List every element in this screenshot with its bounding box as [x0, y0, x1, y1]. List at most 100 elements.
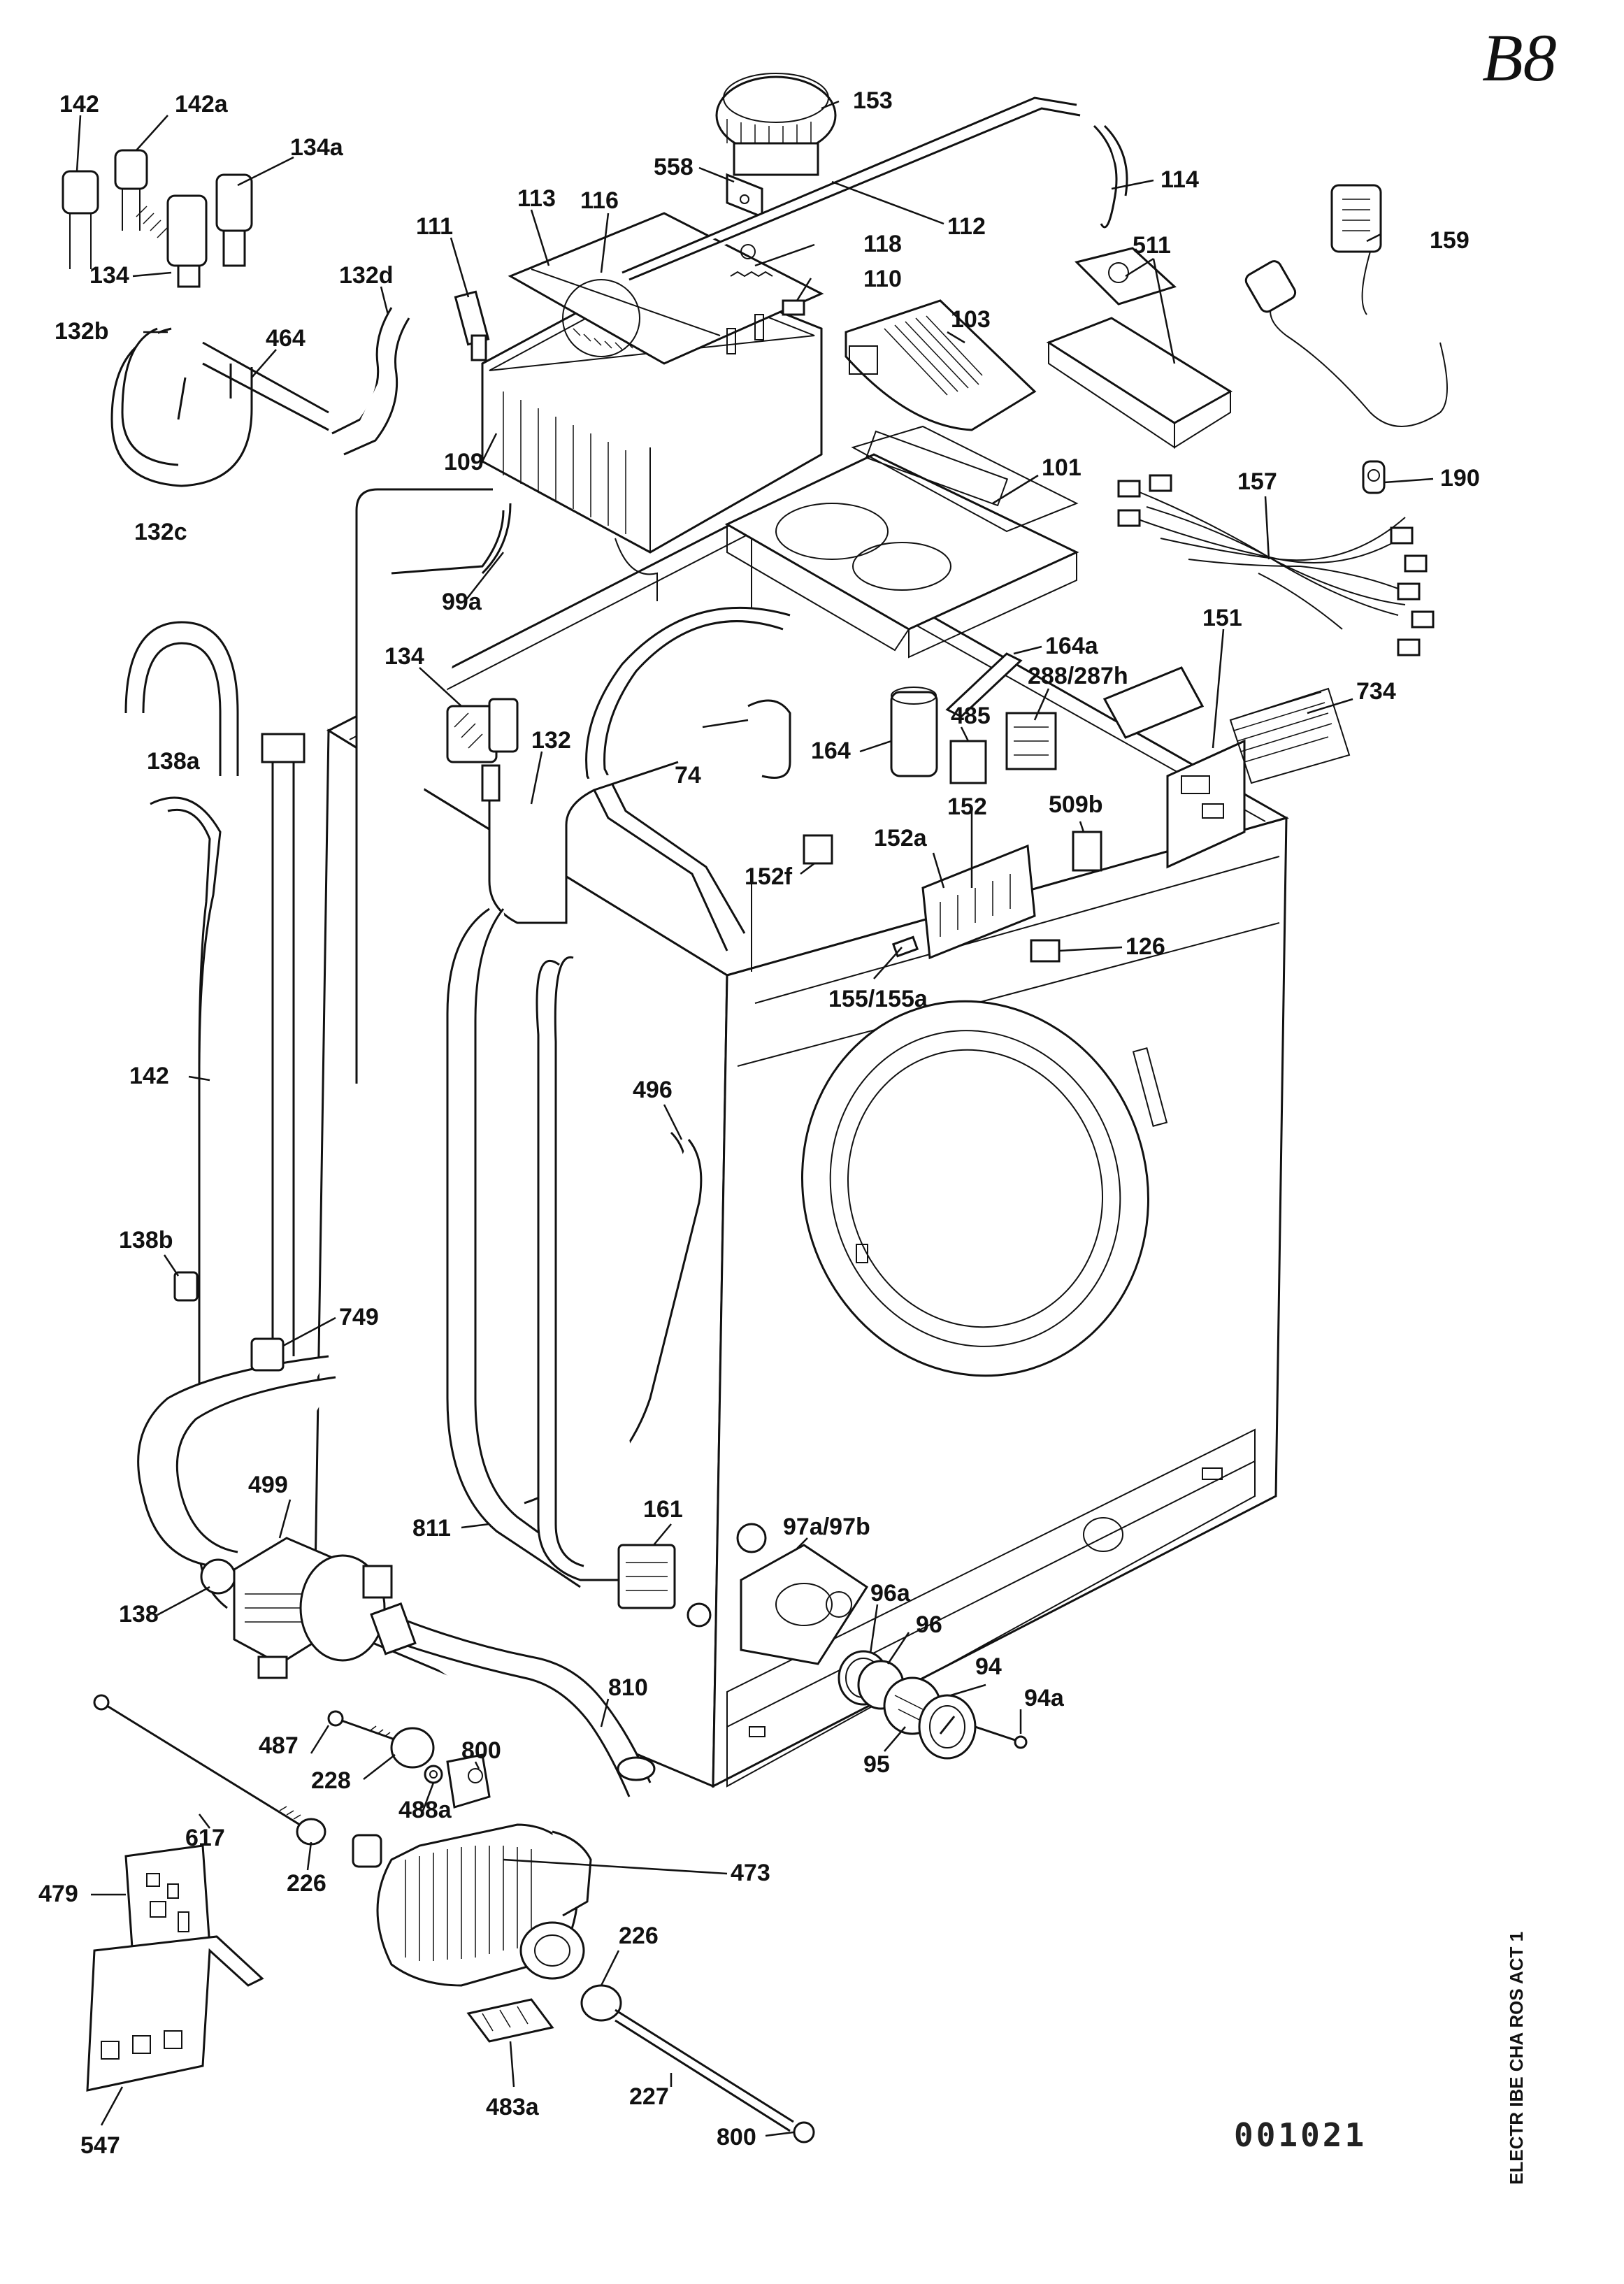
label-101: 101 [1042, 454, 1082, 481]
label-226-right: 226 [619, 1923, 659, 1949]
label-483a: 483a [486, 2094, 540, 2120]
motor [352, 1823, 592, 1987]
part-483a [466, 1998, 554, 2043]
label-99a: 99a [442, 589, 482, 615]
label-114: 114 [1160, 166, 1199, 193]
side-reference-text: ELECTR IBE CHA ROS ACT 1 [1506, 1932, 1527, 2185]
label-288-287h: 288/287h [1028, 663, 1128, 689]
label-547: 547 [80, 2132, 120, 2159]
clip-190 [1362, 460, 1386, 494]
label-558: 558 [654, 154, 694, 180]
label-488a: 488a [398, 1797, 452, 1823]
label-473: 473 [731, 1860, 770, 1886]
label-134-cabinet: 134 [385, 643, 424, 670]
label-103: 103 [951, 306, 991, 333]
label-464: 464 [266, 325, 306, 352]
part-labels: 142 142a 134a 134 132b 464 132d 132c 111… [38, 87, 1480, 2159]
label-152f: 152f [745, 863, 793, 890]
pressure-switch [715, 73, 837, 176]
label-132d: 132d [339, 262, 394, 289]
label-800-lower: 800 [717, 2124, 756, 2150]
label-138b: 138b [119, 1227, 173, 1254]
label-96: 96 [916, 1611, 942, 1638]
label-109: 109 [444, 449, 484, 475]
motor-hardware [296, 1710, 491, 1846]
label-155-155a: 155/155a [828, 986, 928, 1012]
label-132c: 132c [134, 519, 187, 545]
rod-112 [621, 96, 1081, 281]
part-111 [454, 290, 490, 361]
label-138a: 138a [147, 748, 201, 775]
hose-clips [173, 1271, 285, 1372]
filter-assembly [838, 1650, 1028, 1760]
rod-617 [93, 1694, 312, 1833]
label-126: 126 [1126, 933, 1165, 960]
label-810: 810 [608, 1674, 648, 1701]
label-161: 161 [643, 1496, 683, 1523]
component-161 [617, 1544, 712, 1628]
label-138: 138 [119, 1601, 159, 1628]
control-board [1102, 666, 1351, 869]
board-cover [86, 1935, 264, 2092]
components-top [890, 652, 1057, 784]
label-96a: 96a [870, 1580, 911, 1607]
drain-pump [233, 1537, 417, 1679]
label-800-upper: 800 [461, 1737, 501, 1764]
drawing-code: 001021 [1234, 2116, 1367, 2154]
label-118: 118 [863, 231, 902, 257]
label-153: 153 [853, 87, 893, 114]
label-485: 485 [951, 703, 991, 729]
detergent-drawer [845, 299, 1037, 431]
label-142a: 142a [175, 91, 229, 117]
leader-lines [76, 100, 1434, 2137]
label-734: 734 [1356, 678, 1396, 705]
label-226-left: 226 [287, 1870, 326, 1897]
label-157: 157 [1237, 468, 1277, 495]
label-151: 151 [1202, 605, 1242, 631]
label-509b: 509b [1049, 791, 1103, 818]
label-132: 132 [531, 727, 571, 754]
label-94: 94 [975, 1653, 1002, 1680]
hook-114 [1093, 124, 1128, 229]
label-164a: 164a [1045, 633, 1099, 659]
tray-511 [1046, 247, 1233, 449]
label-132b: 132b [55, 318, 109, 345]
label-97a-97b: 97a/97b [783, 1514, 870, 1540]
label-487: 487 [259, 1732, 299, 1759]
label-479: 479 [38, 1881, 78, 1907]
label-227: 227 [629, 2083, 669, 2110]
label-811: 811 [412, 1515, 451, 1542]
label-617: 617 [185, 1825, 225, 1851]
top-tray [724, 425, 1079, 659]
label-152a: 152a [874, 825, 928, 852]
sump-97 [736, 1523, 869, 1665]
door [801, 1000, 1168, 1377]
label-159: 159 [1430, 227, 1469, 254]
sheet-mark: B8 [1482, 20, 1557, 95]
lower-rod [580, 1984, 815, 2143]
label-95: 95 [863, 1751, 890, 1778]
springs [730, 271, 805, 316]
terminal-block [803, 831, 1102, 963]
label-110: 110 [863, 266, 902, 292]
label-152: 152 [947, 793, 987, 820]
label-134: 134 [89, 262, 129, 289]
label-94a: 94a [1024, 1685, 1065, 1711]
label-112: 112 [947, 213, 986, 240]
label-228: 228 [311, 1767, 351, 1794]
label-142: 142 [59, 91, 99, 117]
plinth-details [749, 1467, 1223, 1737]
label-116: 116 [580, 187, 619, 214]
label-511: 511 [1133, 232, 1171, 259]
label-496: 496 [633, 1077, 673, 1103]
hoses [110, 307, 791, 1797]
label-113: 113 [517, 185, 556, 212]
label-190: 190 [1440, 465, 1480, 491]
label-164: 164 [811, 738, 851, 764]
power-cord [1244, 184, 1448, 427]
label-134a: 134a [290, 134, 344, 161]
label-499: 499 [248, 1472, 288, 1498]
label-142-lower: 142 [129, 1063, 169, 1089]
wiring-loom [1117, 474, 1435, 656]
